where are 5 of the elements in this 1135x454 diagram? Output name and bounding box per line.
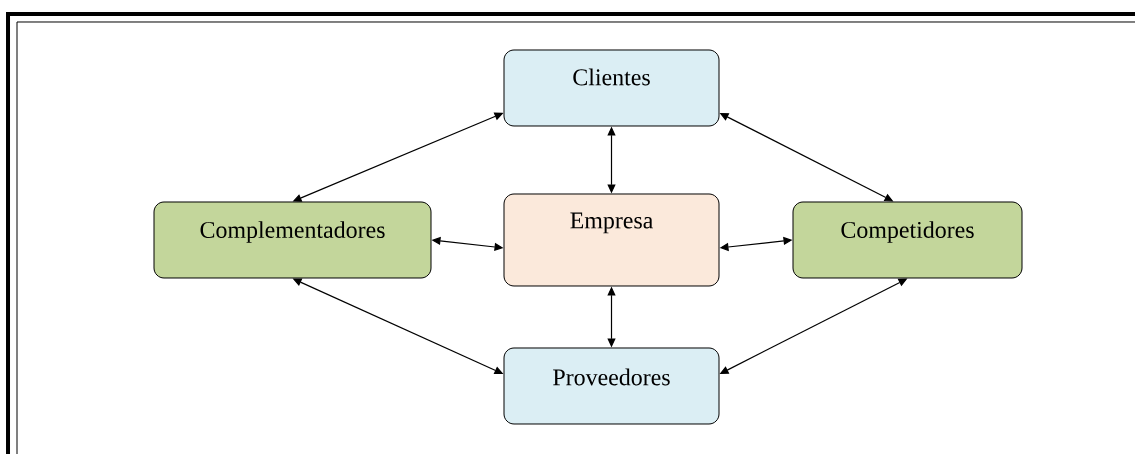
company-box: Empresa bbox=[503, 193, 720, 287]
supplier-box: Proveedores bbox=[503, 347, 720, 425]
competitor-box: Competidores bbox=[792, 201, 1023, 279]
customer-box: Clientes bbox=[503, 49, 720, 127]
partner-box: Complementadores bbox=[153, 201, 432, 279]
